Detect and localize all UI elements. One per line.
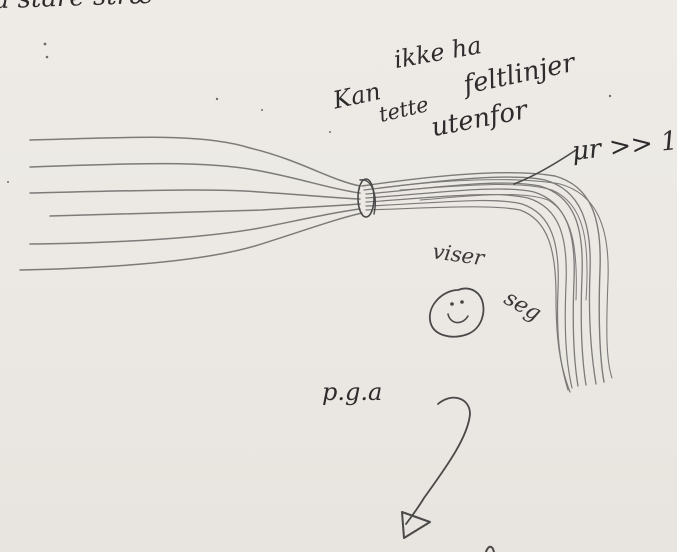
pga-arrow-line: [406, 398, 470, 524]
smiley-face-icon: [430, 288, 484, 336]
pga-label: p.g.a: [322, 378, 382, 406]
annotation-line-2: Kan: [330, 77, 383, 115]
annotation-block: ikke ha Kan feltlinjer tette utenfor: [330, 31, 580, 143]
top-handwriting-fragment: a stare stræ: [0, 0, 154, 15]
smiley-caption-top: viser: [431, 239, 488, 270]
field-line: [20, 213, 362, 270]
field-line: [30, 190, 360, 199]
field-line: [50, 204, 360, 216]
annotation-line-1: ikke ha: [392, 31, 484, 74]
permeability-leader-line: [514, 150, 576, 184]
field-line: [30, 209, 360, 244]
annotation-line-4: tette: [377, 92, 431, 127]
arrow-head-icon: [402, 512, 430, 538]
smiley-caption-bottom: seg: [500, 286, 546, 327]
permeability-label: μr >> 1: [570, 126, 677, 167]
bottom-pencil-stroke: [486, 547, 494, 552]
bottom-handwriting-fragment: ...: [318, 543, 343, 552]
magnetic-core-bundle: [362, 173, 612, 392]
annotation-line-5: utenfor: [429, 95, 532, 143]
field-line: [30, 137, 360, 186]
field-lines: [20, 137, 362, 270]
